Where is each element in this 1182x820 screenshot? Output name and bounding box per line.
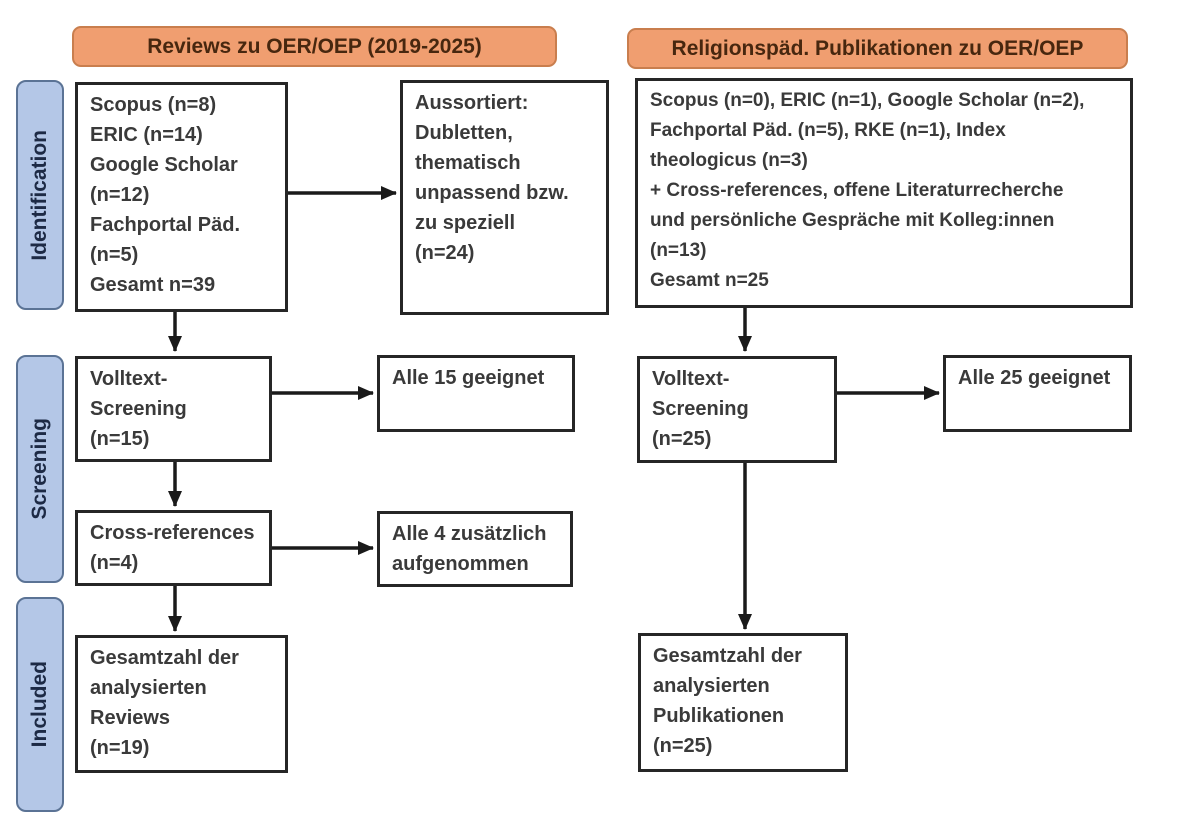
box-left-fulltext-screening: Volltext- Screening (n=15)	[75, 356, 272, 462]
box-left-cross-references-result: Alle 4 zusätzlich aufgenommen	[377, 511, 573, 587]
header-religionspaed-column: Religionspäd. Publikationen zu OER/OEP	[627, 28, 1128, 69]
box-left-screening-result: Alle 15 geeignet	[377, 355, 575, 432]
box-left-sources: Scopus (n=8) ERIC (n=14) Google Scholar …	[75, 82, 288, 312]
header-reviews-column: Reviews zu OER/OEP (2019-2025)	[72, 26, 557, 67]
header-reviews-label: Reviews zu OER/OEP (2019-2025)	[147, 34, 482, 58]
stage-identification-label: Identification	[28, 129, 51, 261]
box-left-cross-references: Cross-references (n=4)	[75, 510, 272, 586]
box-right-screening-result: Alle 25 geeignet	[943, 355, 1132, 432]
box-left-excluded: Aussortiert: Dubletten, thematisch unpas…	[400, 80, 609, 315]
box-right-fulltext-screening: Volltext- Screening (n=25)	[637, 356, 837, 463]
stage-included: Included	[16, 597, 64, 812]
stage-included-label: Included	[28, 661, 51, 748]
stage-screening-label: Screening	[28, 418, 51, 520]
stage-identification: Identification	[16, 80, 64, 310]
header-religionspaed-label: Religionspäd. Publikationen zu OER/OEP	[671, 36, 1084, 60]
box-right-sources: Scopus (n=0), ERIC (n=1), Google Scholar…	[635, 78, 1133, 308]
box-right-included-total: Gesamtzahl der analysierten Publikatione…	[638, 633, 848, 772]
box-left-included-total: Gesamtzahl der analysierten Reviews (n=1…	[75, 635, 288, 773]
stage-screening: Screening	[16, 355, 64, 583]
